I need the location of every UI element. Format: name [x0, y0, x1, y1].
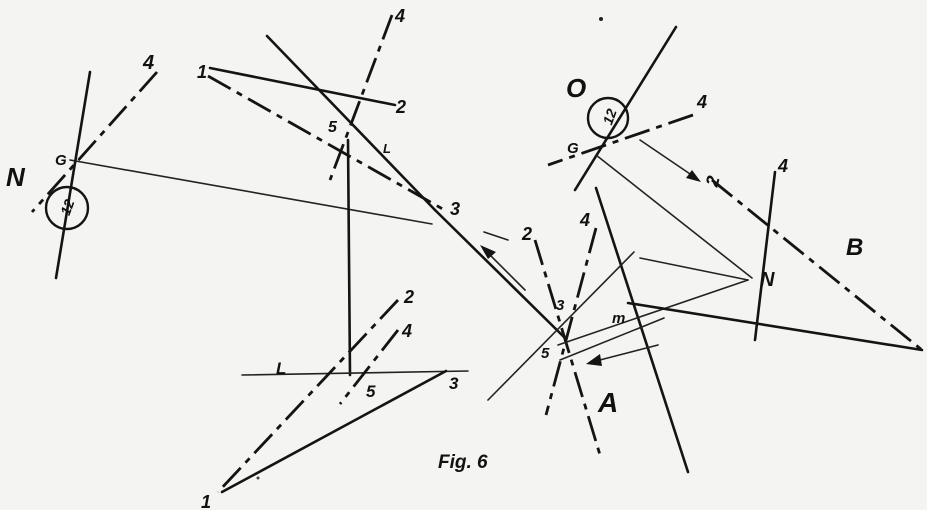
central-3-label: 3 — [556, 297, 565, 314]
right-arrow-shaft — [639, 139, 697, 179]
left-g-label: G — [55, 152, 67, 169]
central-m-label: m — [612, 310, 625, 327]
central-5-label: 5 — [541, 345, 550, 362]
right-base-line — [626, 301, 924, 352]
left-n-label: N — [6, 162, 26, 192]
upper-5-label: 5 — [328, 119, 338, 136]
central-arrow-shaft — [595, 344, 659, 362]
left-station-ray — [69, 159, 433, 225]
lower-1-label: 1 — [201, 492, 211, 510]
right-n-label: N — [760, 269, 775, 291]
upper-vertical-5 — [346, 138, 352, 377]
right-station-circle — [586, 96, 630, 140]
left-top-4-label: 4 — [142, 52, 154, 74]
left-station-sight-line — [30, 71, 159, 213]
right-2-label: 2 — [701, 174, 723, 190]
lower-line-4 — [338, 329, 400, 405]
right-b-label: B — [846, 234, 863, 261]
right-4b-label: 4 — [777, 156, 788, 176]
right-station-sight-line — [547, 113, 694, 167]
right-arrow-head-icon — [686, 170, 701, 182]
central-2-label: 2 — [521, 224, 532, 244]
lower-2-label: 2 — [403, 287, 414, 307]
upper-line-3-5 — [433, 208, 567, 340]
right-line-4 — [753, 170, 777, 342]
lower-l-label: L — [276, 359, 286, 378]
upper-3-label: 3 — [450, 199, 460, 219]
upper-line-1-2 — [208, 66, 397, 107]
left-station-circle — [44, 185, 90, 231]
figure-caption: Fig. 6 — [438, 452, 488, 473]
right-line-2 — [711, 178, 923, 352]
upper-line-top — [265, 34, 437, 212]
lower-triangle: 2 4 L 5 3 1 — [201, 287, 469, 510]
lower-5-label: 5 — [366, 382, 376, 401]
lower-line-3-1 — [220, 369, 448, 494]
central-ray-d — [639, 257, 749, 281]
central-ray-b — [557, 279, 749, 346]
central-ray-a — [487, 251, 635, 401]
central-long-line — [594, 186, 690, 474]
upper-line-1-3 — [207, 74, 449, 214]
left-station: 4 G N 12 — [6, 52, 433, 280]
central-cluster: 2 4 3 5 A m — [487, 186, 749, 474]
central-line-2 — [533, 239, 602, 456]
upper-1-label: 1 — [197, 62, 207, 82]
right-g-label: G — [567, 140, 579, 157]
lower-line-l — [241, 370, 469, 376]
central-line-4 — [544, 227, 598, 416]
right-circle-text: 12 — [599, 106, 619, 126]
right-4-label: 4 — [696, 92, 707, 112]
upper-short-tick — [483, 231, 509, 241]
central-4-label: 4 — [579, 210, 590, 230]
upper-l-label: L — [383, 141, 391, 156]
left-station-axis — [54, 70, 92, 280]
right-station: O G 12 4 2 4 N B — [547, 25, 924, 352]
upper-2-label: 2 — [395, 97, 406, 117]
central-ray-c — [559, 317, 665, 361]
upper-cluster: 1 2 4 5 L 3 — [197, 6, 567, 377]
upper-4-label: 4 — [394, 6, 405, 26]
left-circle-text: 12 — [57, 197, 77, 217]
speck — [256, 476, 260, 480]
upper-arrow-head-icon — [480, 245, 496, 259]
right-o-label: O — [566, 73, 586, 103]
lower-3-label: 3 — [449, 374, 459, 393]
right-station-ray — [595, 154, 753, 279]
lower-4-label: 4 — [401, 321, 412, 341]
speck — [599, 17, 603, 21]
central-a-label: A — [597, 387, 618, 418]
lower-line-2 — [216, 299, 400, 493]
central-arrow-head-icon — [586, 354, 602, 366]
